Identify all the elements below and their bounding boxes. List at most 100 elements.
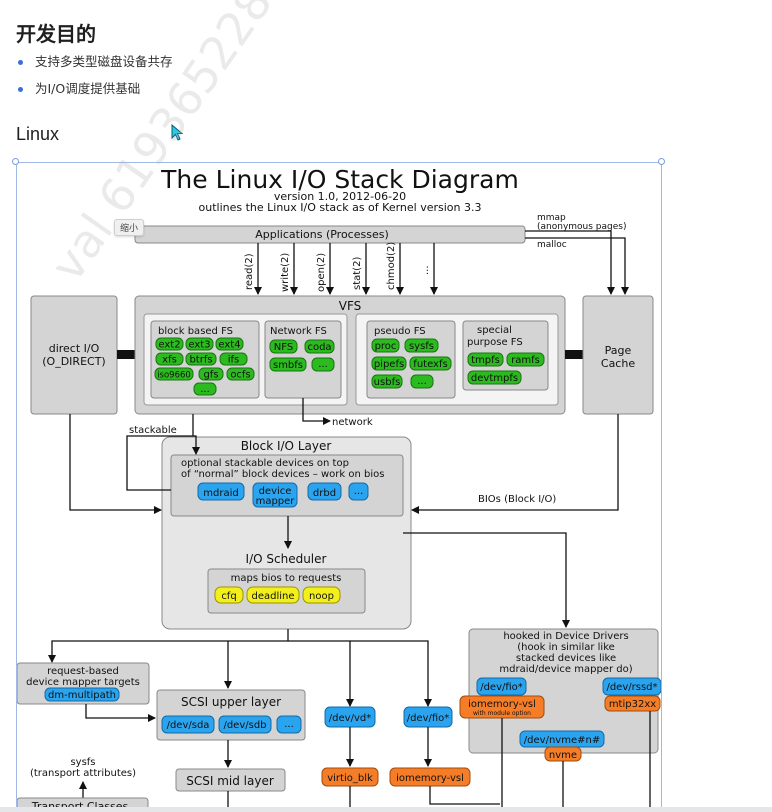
bullet-dot-icon (18, 60, 23, 65)
diagram-version: version 1.0, 2012-06-20 (274, 190, 406, 203)
section-heading: Linux (16, 124, 60, 144)
applications-label: Applications (Processes) (255, 228, 389, 241)
svg-text:mdraid: mdraid (203, 488, 238, 499)
svg-text:device: device (259, 486, 292, 497)
svg-text:SCSI upper layer: SCSI upper layer (181, 695, 281, 709)
svg-text:ext2: ext2 (158, 340, 180, 351)
network-label: network (332, 417, 373, 428)
horizontal-scrollbar[interactable] (0, 807, 772, 812)
special-fs-chips: tmpfs ramfs devtmpfs (467, 352, 545, 385)
svg-text:stat(2): stat(2) (352, 257, 363, 290)
svg-text:I/O Scheduler: I/O Scheduler (246, 552, 327, 566)
list-item: 支持多类型磁盘设备共存 (18, 52, 173, 79)
shrink-button[interactable]: 缩小 (114, 219, 145, 236)
block-fs-chips: ext2 ext3 ext4 xfs btrfs ifs iso9660 gfs… (154, 337, 255, 396)
svg-text:...: ... (420, 265, 431, 275)
svg-text:maps bios to requests: maps bios to requests (231, 573, 342, 584)
dev-rssd-label: /dev/rssd* (606, 682, 657, 693)
dm-multipath-label: dm-multipath (48, 690, 116, 701)
svg-text:block based FS: block based FS (158, 326, 233, 337)
syscall-arrows (254, 243, 438, 295)
svg-text:direct I/O: direct I/O (49, 342, 100, 355)
svg-text:ocfs: ocfs (230, 370, 250, 381)
svg-text:pseudo FS: pseudo FS (374, 326, 426, 337)
resize-handle-top-right[interactable] (658, 158, 665, 165)
iomemory-vsl-label: iomemory-vsl (468, 699, 536, 710)
svg-text:drbd: drbd (313, 488, 336, 499)
vfs-label: VFS (339, 299, 362, 313)
svg-text:device mapper targets: device mapper targets (26, 677, 140, 688)
resize-handle-top-left[interactable] (12, 158, 19, 165)
mmap-label: mmap (537, 213, 566, 223)
svg-text:read(2): read(2) (244, 253, 255, 290)
svg-text:stacked devices like: stacked devices like (516, 653, 616, 664)
dev-fio-label: /dev/fio* (480, 682, 523, 693)
svg-text:futexfs: futexfs (413, 359, 447, 370)
dev-fio-label-2: /dev/fio* (407, 713, 450, 724)
stackable-label: stackable (129, 425, 177, 436)
svg-text:Page: Page (605, 344, 632, 357)
svg-text:...: ... (318, 359, 328, 370)
scsi-devices: /dev/sda /dev/sdb ... (161, 715, 302, 734)
list-item: 为I/O调度提供基础 (18, 79, 173, 106)
svg-text:...: ... (354, 486, 364, 497)
scsi-mid-box (175, 768, 286, 792)
svg-text:open(2): open(2) (316, 253, 327, 292)
svg-text:request-based: request-based (47, 666, 119, 677)
dev-vd-label: /dev/vd* (329, 713, 371, 724)
svg-text:(transport attributes): (transport attributes) (30, 768, 136, 779)
svg-text:Cache: Cache (601, 357, 635, 370)
svg-text:(O_DIRECT): (O_DIRECT) (42, 355, 105, 368)
svg-text:sysfs: sysfs (409, 341, 434, 352)
svg-text:NFS: NFS (274, 342, 293, 353)
svg-text:/dev/sdb: /dev/sdb (223, 720, 266, 731)
virtio-blk-label: virtio_blk (327, 773, 373, 784)
svg-text:deadline: deadline (251, 591, 294, 602)
nvme-label: nvme (549, 750, 577, 761)
malloc-label: malloc (537, 240, 567, 250)
module-option-label: with module option (473, 710, 531, 717)
svg-text:of “normal” block devices – wo: of “normal” block devices – work on bios (181, 469, 384, 480)
svg-text:xfs: xfs (162, 355, 177, 366)
bios-label: BIOs (Block I/O) (478, 494, 556, 505)
page-heading: 开发目的 (16, 22, 96, 46)
svg-text:Network FS: Network FS (270, 326, 327, 337)
svg-text:SCSI mid layer: SCSI mid layer (186, 774, 274, 788)
svg-text:...: ... (200, 384, 210, 395)
svg-text:cfq: cfq (221, 591, 236, 602)
svg-text:ext3: ext3 (188, 340, 210, 351)
bullet-dot-icon (18, 87, 23, 92)
svg-text:ext4: ext4 (218, 340, 240, 351)
svg-text:(hook in similar like: (hook in similar like (517, 642, 615, 653)
svg-text:pipefs: pipefs (374, 359, 404, 370)
svg-text:Block I/O Layer: Block I/O Layer (241, 439, 332, 453)
svg-text:mdraid/device mapper do): mdraid/device mapper do) (499, 664, 632, 675)
svg-text:iso9660: iso9660 (157, 371, 191, 381)
mtip32xx-label: mtip32xx (609, 699, 656, 710)
svg-text:proc: proc (375, 341, 397, 352)
diagram-title: The Linux I/O Stack Diagram (160, 165, 519, 194)
anon-pages-label: (anonymous pages) (537, 222, 626, 232)
svg-text:write(2): write(2) (280, 253, 291, 292)
svg-text:ifs: ifs (228, 355, 240, 366)
svg-text:btrfs: btrfs (189, 355, 212, 366)
svg-text:optional stackable devices on: optional stackable devices on top (181, 458, 349, 469)
svg-text:purpose FS: purpose FS (467, 337, 523, 348)
svg-text:devtmpfs: devtmpfs (471, 373, 518, 384)
svg-text:smbfs: smbfs (273, 360, 303, 371)
svg-text:tmpfs: tmpfs (471, 355, 500, 366)
iomemory-vsl-label-2: iomemory-vsl (396, 773, 464, 784)
svg-text:sysfs: sysfs (70, 757, 95, 768)
svg-text:usbfs: usbfs (374, 377, 401, 388)
svg-text:...: ... (284, 719, 294, 730)
svg-text:mapper: mapper (256, 496, 296, 507)
svg-text:gfs: gfs (203, 370, 218, 381)
svg-text:hooked in Device Drivers: hooked in Device Drivers (503, 631, 628, 642)
diagram-subtitle: outlines the Linux I/O stack as of Kerne… (199, 201, 482, 214)
svg-text:noop: noop (309, 591, 334, 602)
image-selection-frame[interactable] (16, 162, 662, 812)
pseudo-fs-chips: proc sysfs pipefs futexfs usbfs ... (371, 338, 452, 389)
